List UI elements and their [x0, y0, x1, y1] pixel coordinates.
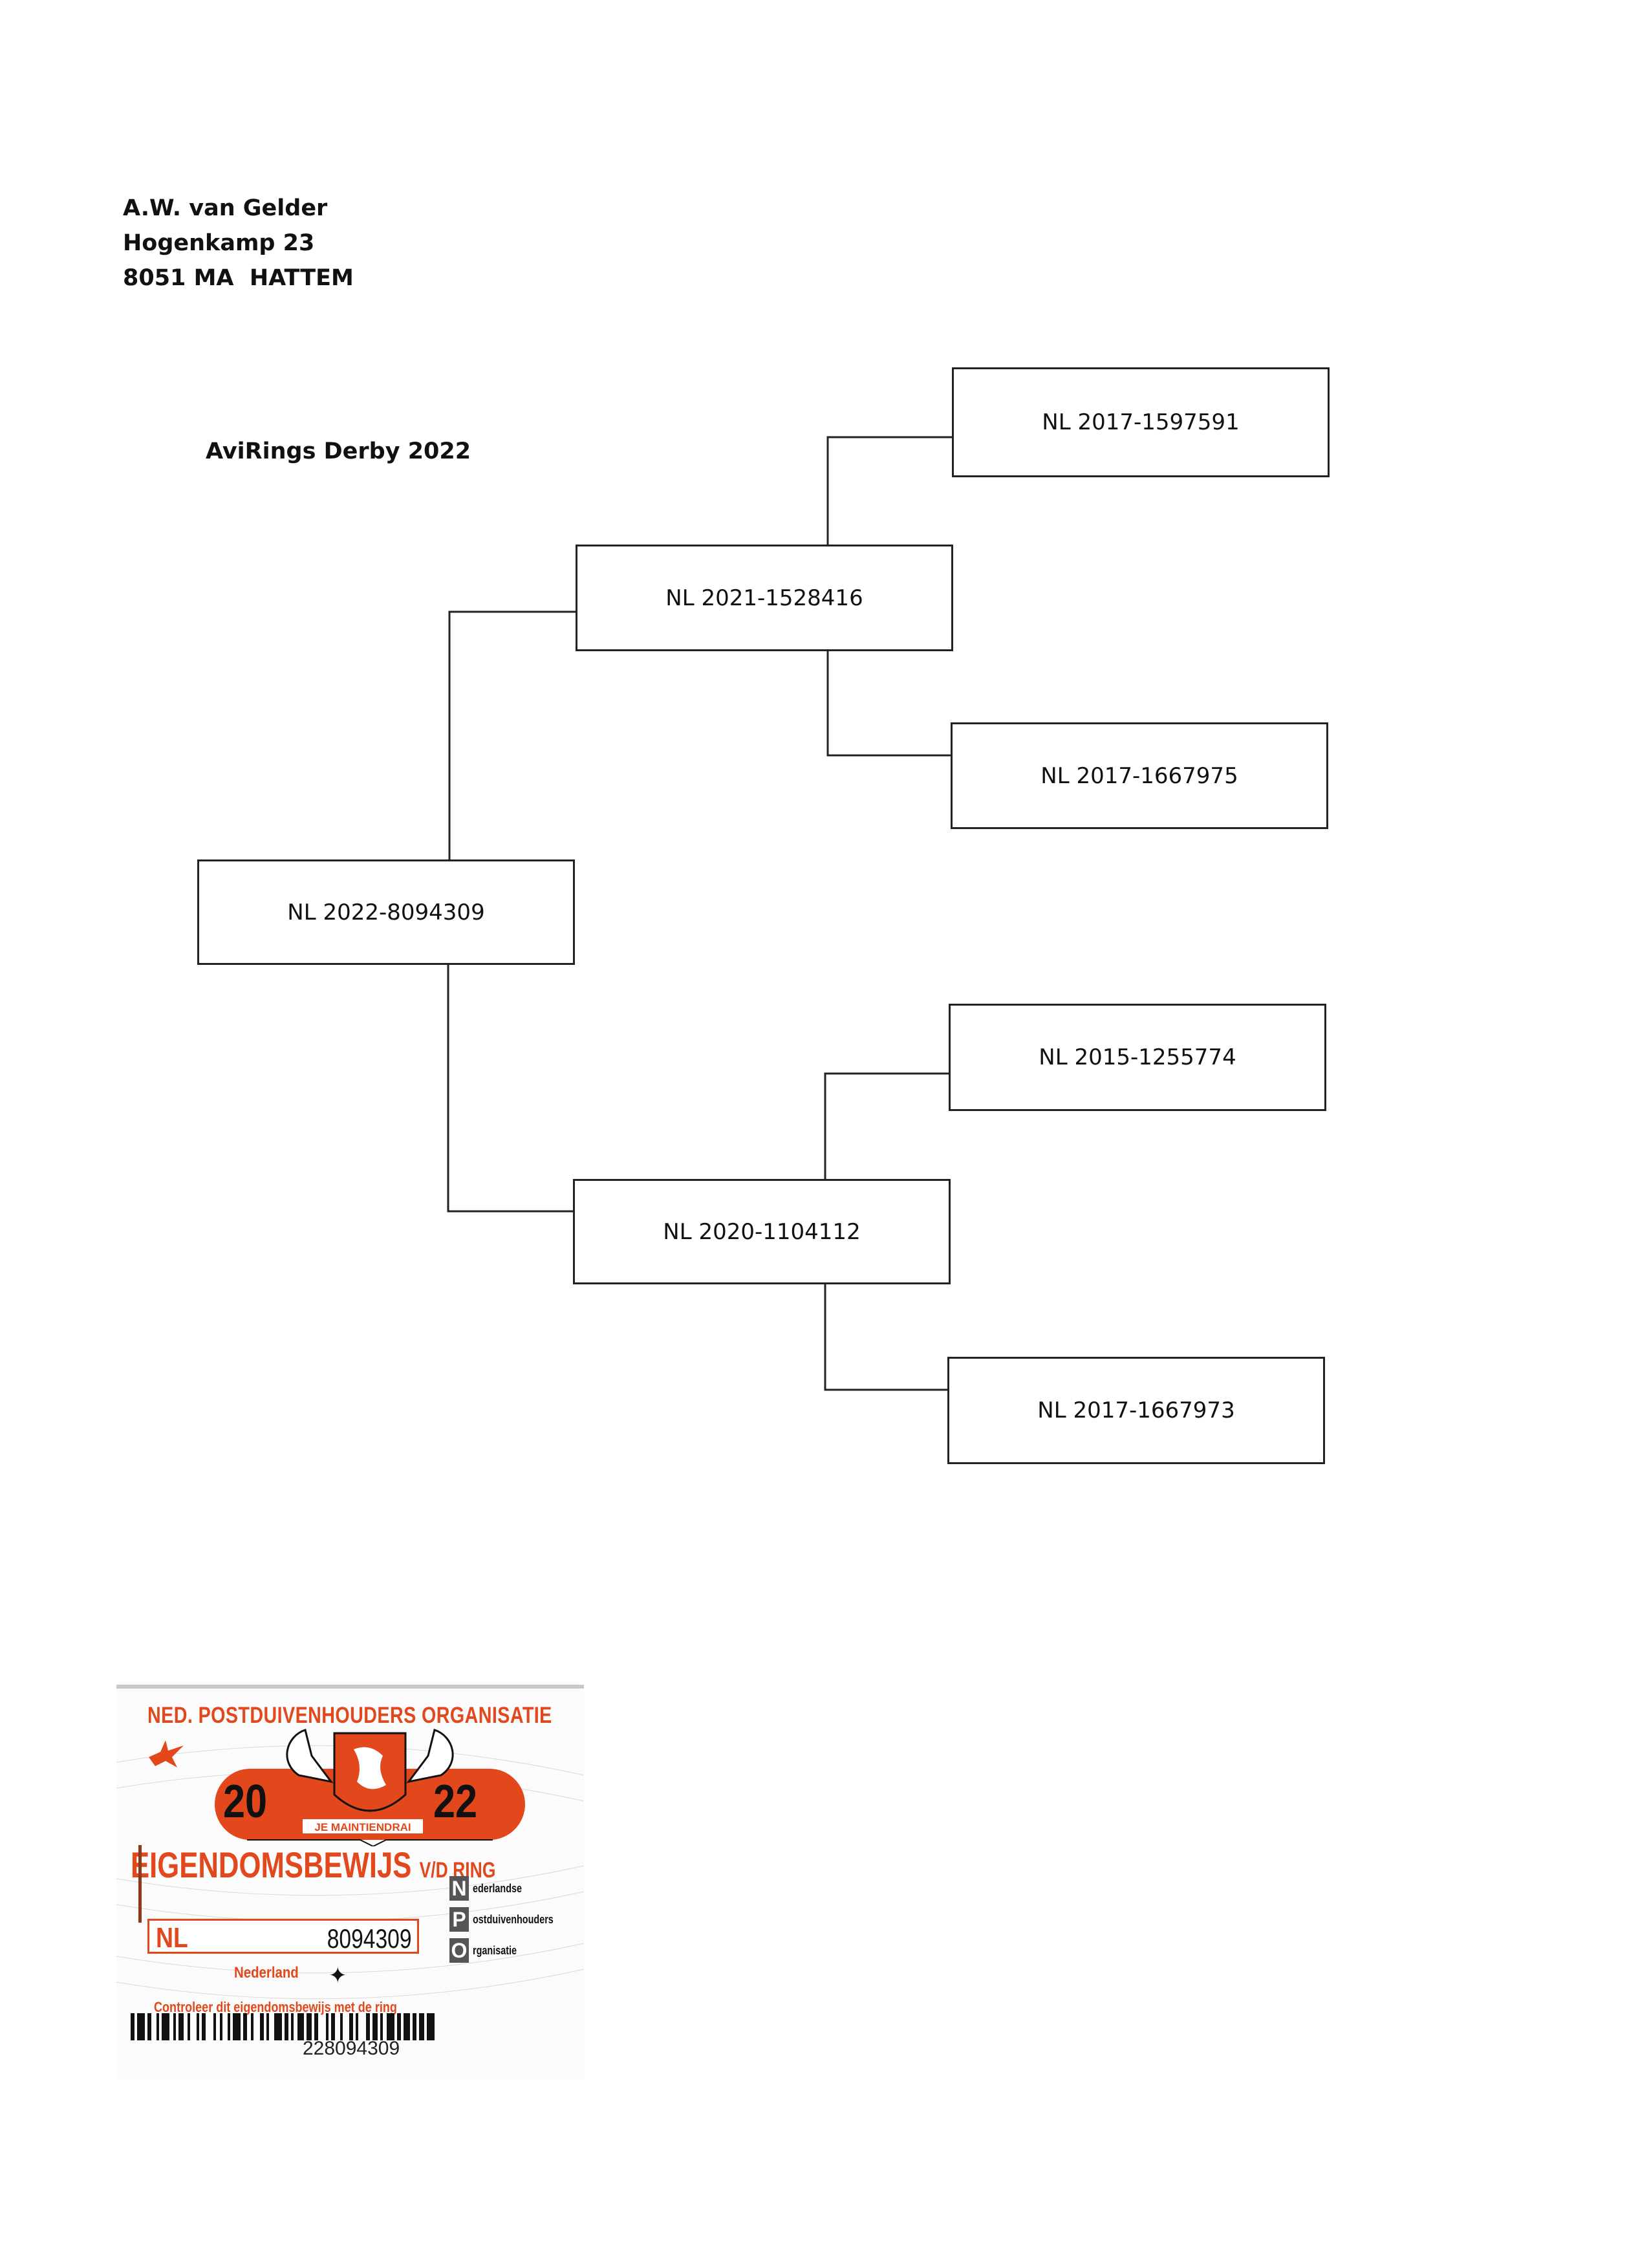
certificate-heading: EIGENDOMSBEWIJS V/D RING: [131, 1844, 495, 1886]
barcode-bar: [131, 2013, 135, 2040]
barcode-bar: [380, 2013, 383, 2040]
barcode-bar: [147, 2013, 151, 2040]
connector-dam-dam: [824, 1284, 949, 1391]
ring-number: 8094309: [327, 1923, 412, 1954]
barcode-bar: [397, 2013, 401, 2040]
dam-dam-ring: NL 2017-1667973: [1037, 1398, 1235, 1423]
connector-dam-sire: [824, 1072, 951, 1181]
barcode-bar: [137, 2013, 145, 2040]
address-name: A.W. van Gelder: [123, 195, 328, 221]
organisation-name: NED. POSTDUIVENHOUDERS ORGANISATIE: [147, 1703, 552, 1728]
pedigree-title: AviRings Derby 2022: [206, 438, 471, 464]
year-right: 22: [433, 1776, 478, 1828]
sire-sire-ring: NL 2017-1597591: [1042, 409, 1240, 435]
barcode-bar: [413, 2013, 416, 2040]
crest-supporter-left: [286, 1729, 334, 1784]
barcode-bar: [314, 2013, 318, 2040]
barcode-bar: [372, 2013, 378, 2040]
npo-line-2: P ostduivenhouders: [449, 1907, 574, 1932]
pedigree-box-dam-dam: NL 2017-1667973: [947, 1357, 1325, 1464]
subject-ring: NL 2022-8094309: [287, 899, 485, 925]
barcode-bar: [356, 2013, 358, 2040]
certificate-instruction: Controleer dit eigendomsbewijs met de ri…: [154, 1999, 397, 2015]
barcode-bar: [162, 2013, 169, 2040]
pedigree-box-dam: NL 2020-1104112: [573, 1179, 951, 1284]
connector-sire-dam: [826, 651, 952, 757]
year-left: 20: [223, 1776, 268, 1828]
barcode-bar: [266, 2013, 269, 2040]
dam-ring: NL 2020-1104112: [663, 1218, 861, 1245]
barcode-bar: [387, 2013, 394, 2040]
address-city: 8051 MA HATTEM: [123, 265, 354, 291]
connector-sire-sire: [826, 436, 954, 545]
left-margin-bar: [138, 1845, 142, 1923]
ring-country: NL: [156, 1922, 188, 1954]
ring-number-box: NL 8094309: [147, 1919, 419, 1954]
crest-supporter-right: [406, 1729, 454, 1784]
barcode-bar: [291, 2013, 294, 2040]
barcode-number: 228094309: [303, 2038, 400, 2059]
barcode-bar: [307, 2013, 312, 2040]
barcode-bar: [213, 2013, 216, 2040]
pedigree-box-sire: NL 2021-1528416: [576, 545, 953, 651]
barcode-bar: [228, 2013, 230, 2040]
sire-ring: NL 2021-1528416: [665, 585, 863, 611]
year-emblem: [215, 1729, 525, 1846]
barcode-bar: [285, 2013, 288, 2040]
barcode-bar: [349, 2013, 353, 2040]
connector-subject-sire: [448, 610, 577, 860]
barcode-bar: [331, 2013, 335, 2040]
barcode-bar: [419, 2013, 424, 2040]
barcode-bar: [202, 2013, 206, 2040]
barcode-bar: [251, 2013, 253, 2040]
ownership-certificate: NED. POSTDUIVENHOUDERS ORGANISATIE 20 22…: [116, 1685, 584, 2079]
lion-icon: [354, 1747, 386, 1789]
barcode-bar: [197, 2013, 199, 2040]
barcode-bar: [366, 2013, 370, 2040]
npo-letter-p: P: [449, 1907, 469, 1932]
barcode-bar: [188, 2013, 190, 2040]
barcode-bar: [297, 2013, 304, 2040]
motto-banner: JE MAINTIENDRAI: [301, 1818, 424, 1835]
barcode-bar: [404, 2013, 410, 2040]
barcode-bar: [233, 2013, 241, 2040]
connector-subject-dam: [447, 965, 575, 1213]
dove-icon: [149, 1740, 184, 1767]
barcode-bar: [178, 2013, 184, 2040]
barcode-bar: [340, 2013, 343, 2040]
country-name: Nederland: [234, 1964, 299, 1982]
npo-line-3: O rganisatie: [449, 1938, 528, 1963]
pedigree-box-sire-dam: NL 2017-1667975: [951, 722, 1328, 829]
barcode: [131, 2013, 435, 2040]
dam-sire-ring: NL 2015-1255774: [1039, 1044, 1236, 1070]
barcode-bar: [260, 2013, 264, 2040]
sire-dam-ring: NL 2017-1667975: [1040, 762, 1238, 789]
barcode-bar: [173, 2013, 176, 2040]
barcode-bar: [274, 2013, 282, 2040]
npo-letter-o: O: [449, 1938, 469, 1963]
npo-word-3: rganisatie: [473, 1943, 517, 1957]
barcode-bar: [220, 2013, 222, 2040]
bird-icon: ✦: [329, 1963, 347, 1989]
pedigree-box-dam-sire: NL 2015-1255774: [949, 1004, 1326, 1111]
address-street: Hogenkamp 23: [123, 230, 315, 256]
certificate-edge: [116, 1685, 584, 1689]
npo-line-1: N ederlandse: [449, 1876, 534, 1901]
barcode-bar: [326, 2013, 329, 2040]
heading-main: EIGENDOMSBEWIJS: [131, 1844, 412, 1885]
pedigree-box-subject: NL 2022-8094309: [197, 859, 575, 965]
npo-letter-n: N: [449, 1876, 469, 1901]
pedigree-box-sire-sire: NL 2017-1597591: [952, 367, 1330, 477]
sender-address: A.W. van Gelder Hogenkamp 23 8051 MA HAT…: [123, 191, 354, 296]
barcode-bar: [243, 2013, 247, 2040]
npo-word-1: ederlandse: [473, 1881, 523, 1895]
npo-word-2: ostduivenhouders: [473, 1912, 554, 1926]
barcode-bar: [156, 2013, 159, 2040]
barcode-bar: [427, 2013, 435, 2040]
